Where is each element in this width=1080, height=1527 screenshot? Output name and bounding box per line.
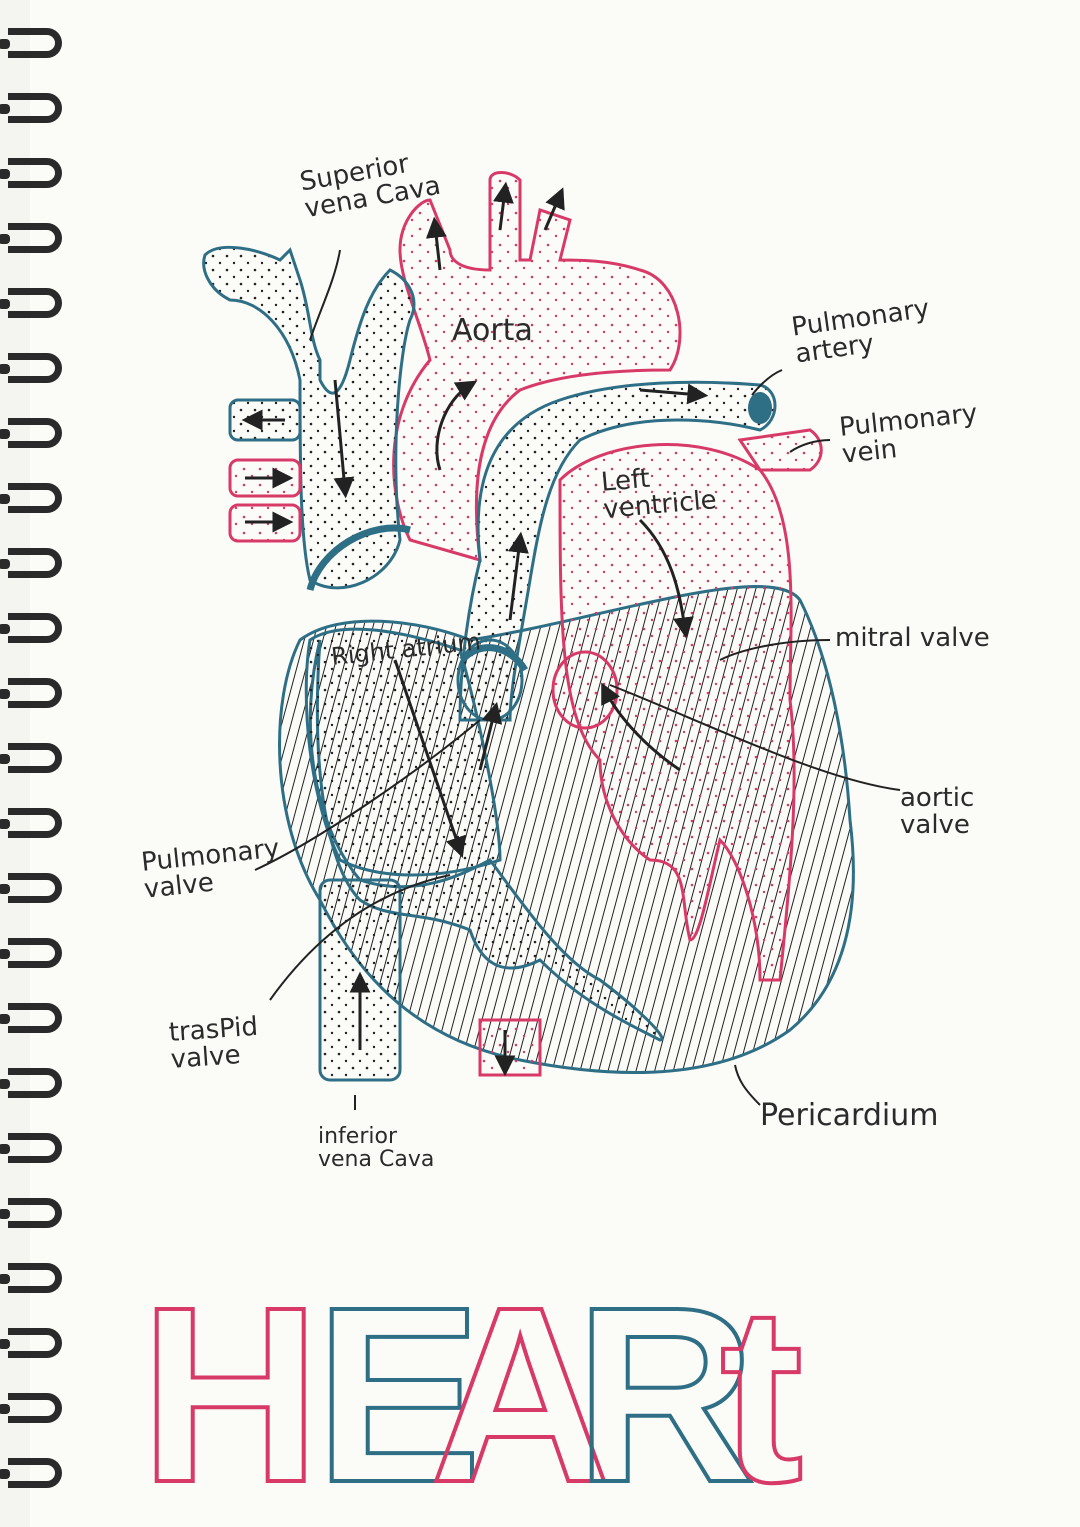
pulmonary-artery-opening [748, 392, 772, 424]
tricuspid-valve-ring [306, 524, 411, 592]
binding-ring [0, 1068, 62, 1098]
binding-ring [0, 483, 62, 513]
binding-ring [0, 1458, 62, 1488]
binding-ring [0, 1198, 62, 1228]
title-letter-e: E [313, 1255, 484, 1527]
binding-ring [0, 808, 62, 838]
title-letter-h: H [138, 1255, 323, 1527]
binding-ring [0, 28, 62, 58]
binding-ring [0, 938, 62, 968]
leader-lines [254, 249, 901, 1110]
descending-vessel [478, 1018, 542, 1077]
superior-vena-cava-shape [202, 245, 416, 590]
pulmonary-valve-ring [459, 644, 528, 672]
label-mitral-valve: mitral valve [835, 623, 990, 653]
binding-ring [0, 223, 62, 253]
label-inferior-vena-cava: inferior vena Cava [318, 1124, 435, 1173]
label-pericardium: Pericardium [760, 1098, 939, 1133]
label-aorta: Aorta [452, 313, 533, 348]
title-letter-t: t [718, 1255, 805, 1527]
pulmonary-vein-shape [737, 428, 823, 472]
binding-ring [0, 353, 62, 383]
binding-ring [0, 1328, 62, 1358]
label-aortic-valve: aortic valve [900, 783, 975, 841]
flow-arrows [241, 181, 709, 1077]
label-tricuspid-valve: trasPid valve [167, 1011, 259, 1076]
title-letter-r: R [573, 1255, 758, 1527]
binding-ring [0, 743, 62, 773]
binding-ring [0, 158, 62, 188]
binding-ring [0, 1393, 62, 1423]
binding-ring [0, 1263, 62, 1293]
title-letter-a: A [428, 1255, 613, 1527]
binding-ring [0, 288, 62, 318]
binding-ring [0, 1133, 62, 1163]
pulmonary-trunk-shape [458, 380, 777, 722]
binding-ring [0, 1003, 62, 1033]
aortic-valve-shape [551, 650, 619, 730]
binding-ring [0, 613, 62, 643]
binding-ring [0, 873, 62, 903]
binding-ring [0, 678, 62, 708]
binding-ring [0, 548, 62, 578]
binding-ring [0, 418, 62, 448]
binding-ring [0, 93, 62, 123]
